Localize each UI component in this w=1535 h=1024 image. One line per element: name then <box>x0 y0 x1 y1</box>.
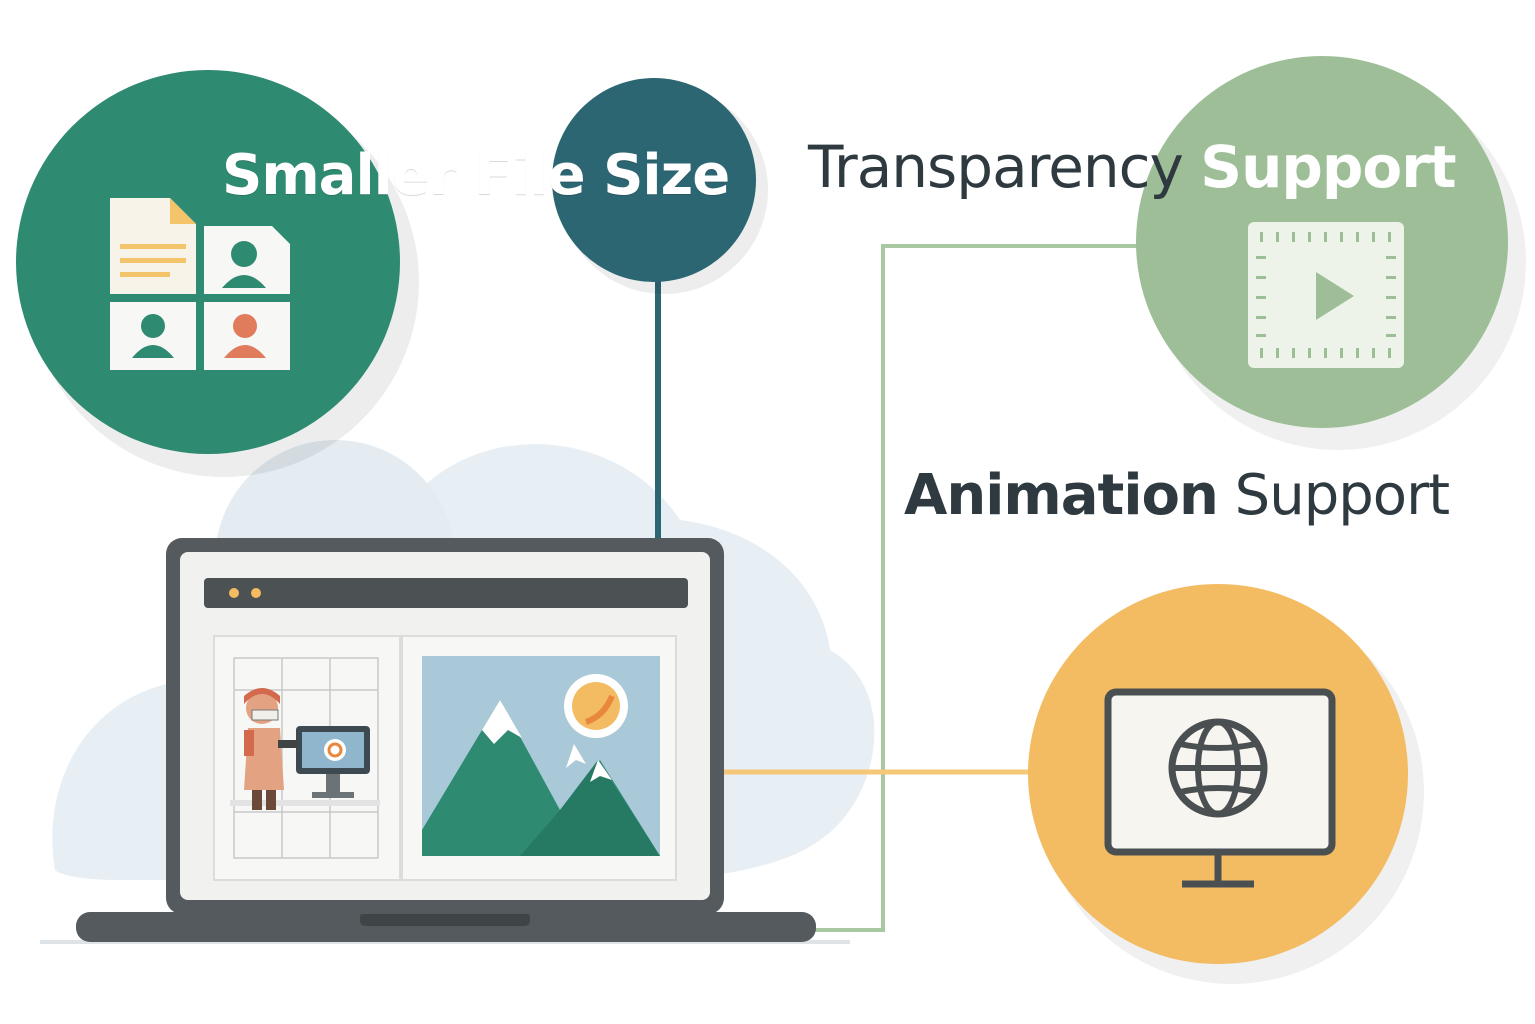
animation-circle <box>1028 584 1424 984</box>
laptop <box>76 538 816 942</box>
mountain-landscape-image <box>401 635 677 881</box>
film-play-icon <box>1248 222 1404 368</box>
animation-support-label: Animation Support <box>904 468 1450 524</box>
small-teal-circle <box>552 78 768 294</box>
support-word-top: Support <box>1200 133 1456 201</box>
support-word-bottom: Support <box>1234 463 1450 528</box>
animation-word: Animation <box>904 463 1219 528</box>
transparency-support-label: Transparency Support <box>808 138 1457 196</box>
file-size-circle <box>16 70 419 477</box>
smaller-file-size-label: Smaller File Size <box>222 143 730 208</box>
file-grid-icon <box>110 198 290 370</box>
browser-bar <box>204 578 688 608</box>
transparency-word: Transparency <box>808 133 1184 201</box>
monitor-globe-icon <box>1104 688 1336 888</box>
transparency-circle <box>1136 56 1526 450</box>
person-at-computer-illustration <box>213 635 401 881</box>
